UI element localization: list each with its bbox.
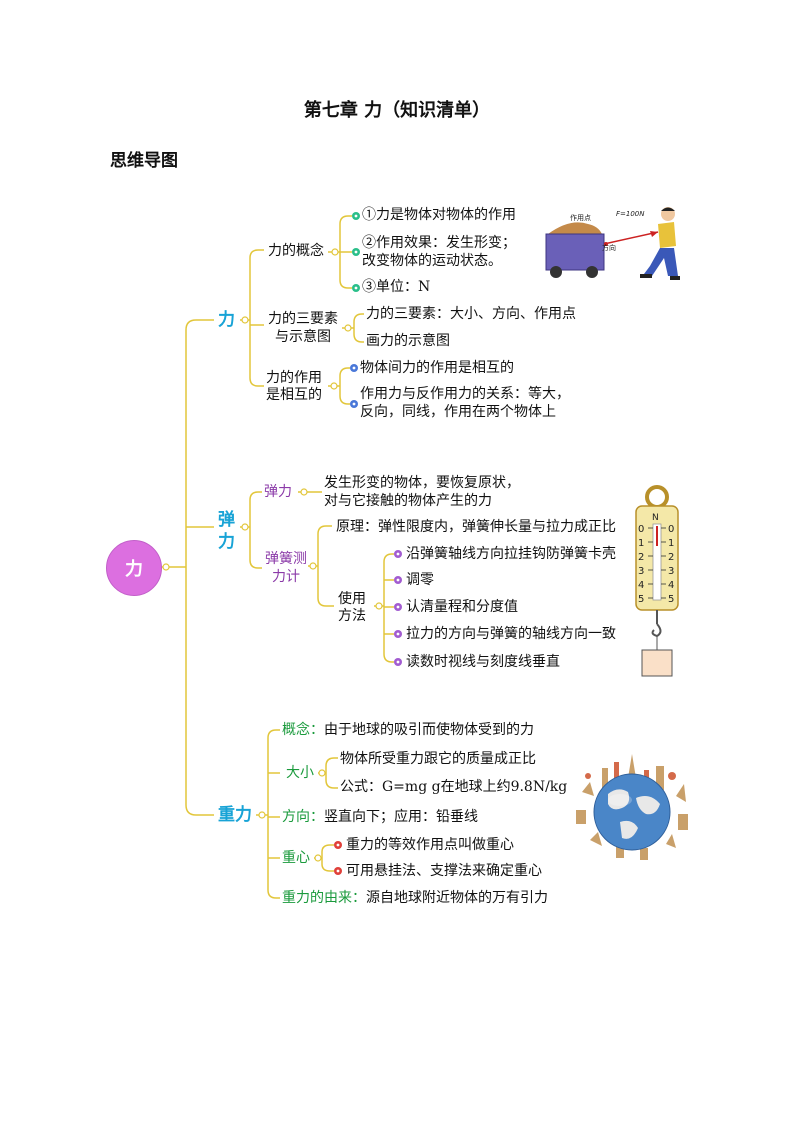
force-concept-label: 力的概念 (268, 243, 324, 259)
mutual-item-1: 物体间力的作用是相互的 (360, 360, 514, 376)
center-of-gravity-item-2: 可用悬挂法、支撑法来确定重心 (346, 863, 542, 879)
scale-right-1: 1 (668, 538, 674, 549)
three-elements-label-2: 与示意图 (275, 329, 331, 345)
force-concept-item-2b: 改变物体的运动状态。 (362, 253, 502, 269)
usage-label-2: 方法 (338, 608, 366, 624)
usage-step-3: 认清量程和分度值 (406, 599, 518, 615)
mind-map-heading: 思维导图 (110, 151, 178, 171)
scale-left-1: 1 (638, 538, 644, 549)
elastic-force-label: 弹力 (264, 484, 292, 500)
usage-step-4: 拉力的方向与弹簧的轴线方向一致 (406, 626, 616, 642)
three-elements-label-1: 力的三要素 (268, 311, 338, 327)
branch-elastic-label-1: 弹 (218, 510, 235, 530)
scale-unit-label: N (652, 513, 659, 523)
three-elements-item-2: 画力的示意图 (366, 333, 450, 349)
scale-right-0: 0 (668, 524, 674, 535)
spring-scale-label-1: 弹簧测 (265, 551, 307, 567)
gravity-direction-label: 方向： (282, 809, 324, 825)
elastic-definition-2: 对与它接触的物体产生的力 (324, 493, 492, 509)
gravity-magnitude-label: 大小 (286, 765, 314, 781)
mutual-item-3: 反向，同线，作用在两个物体上 (360, 404, 556, 420)
scale-right-2: 2 (668, 552, 674, 563)
scale-left-3: 3 (638, 566, 644, 577)
usage-step-1: 沿弹簧轴线方向拉挂钩防弹簧卡壳 (406, 546, 616, 562)
point-of-action-label: 作用点 (570, 213, 591, 222)
usage-step-2: 调零 (406, 572, 434, 588)
root-node: 力 (106, 540, 162, 596)
scale-left-0: 0 (638, 524, 644, 535)
gravity-origin-label: 重力的由来： (282, 890, 366, 906)
direction-label: 方向 (602, 243, 616, 252)
mutual-item-2: 作用力与反作用力的关系：等大， (360, 386, 570, 402)
force-concept-item-3: ③单位：N (362, 279, 431, 295)
scale-right-3: 3 (668, 566, 674, 577)
usage-step-5: 读数时视线与刻度线垂直 (406, 654, 560, 670)
three-elements-item-1: 力的三要素：大小、方向、作用点 (366, 306, 576, 322)
center-of-gravity-item-1: 重力的等效作用点叫做重心 (346, 837, 514, 853)
scale-left-2: 2 (638, 552, 644, 563)
spring-scale-principle: 原理：弹性限度内，弹簧伸长量与拉力成正比 (336, 519, 616, 535)
scale-right-5: 5 (668, 594, 674, 605)
gravity-magnitude-item-1: 物体所受重力跟它的质量成正比 (340, 751, 536, 767)
branch-force-label: 力 (218, 310, 235, 330)
mutual-label-1: 力的作用 (266, 370, 322, 386)
center-of-gravity-label: 重心 (282, 850, 310, 866)
gravity-concept-text: 由于地球的吸引而使物体受到的力 (324, 722, 534, 738)
spring-scale-illustration: N 0 1 2 3 4 5 0 1 2 3 4 5 (635, 485, 679, 677)
elastic-definition-1: 发生形变的物体，要恢复原状， (324, 475, 520, 491)
force-value-label: F=100N (616, 210, 645, 218)
scale-left-4: 4 (638, 580, 644, 591)
page-title: 第七章 力（知识清单） (303, 100, 491, 121)
gravity-formula: 公式：G=mg g在地球上约9.8N/kg (340, 779, 568, 795)
gravity-origin-text: 源自地球附近物体的万有引力 (366, 890, 548, 906)
scale-left-5: 5 (638, 594, 644, 605)
scale-right-4: 4 (668, 580, 674, 591)
mutual-label-2: 是相互的 (266, 387, 322, 403)
globe-landmarks-illustration (576, 754, 688, 860)
gravity-direction-text: 竖直向下；应用：铅垂线 (324, 809, 478, 825)
branch-elastic-label-2: 力 (218, 532, 235, 552)
force-concept-item-1: ①力是物体对物体的作用 (362, 207, 516, 223)
spring-scale-label-2: 力计 (272, 569, 300, 585)
branch-gravity-label: 重力 (218, 805, 252, 825)
cart-pulling-illustration: 作用点 F=100N 方向 (545, 207, 680, 280)
gravity-concept-label: 概念： (282, 722, 324, 738)
force-concept-item-2: ②作用效果：发生形变； (362, 235, 516, 251)
usage-label-1: 使用 (338, 591, 366, 607)
